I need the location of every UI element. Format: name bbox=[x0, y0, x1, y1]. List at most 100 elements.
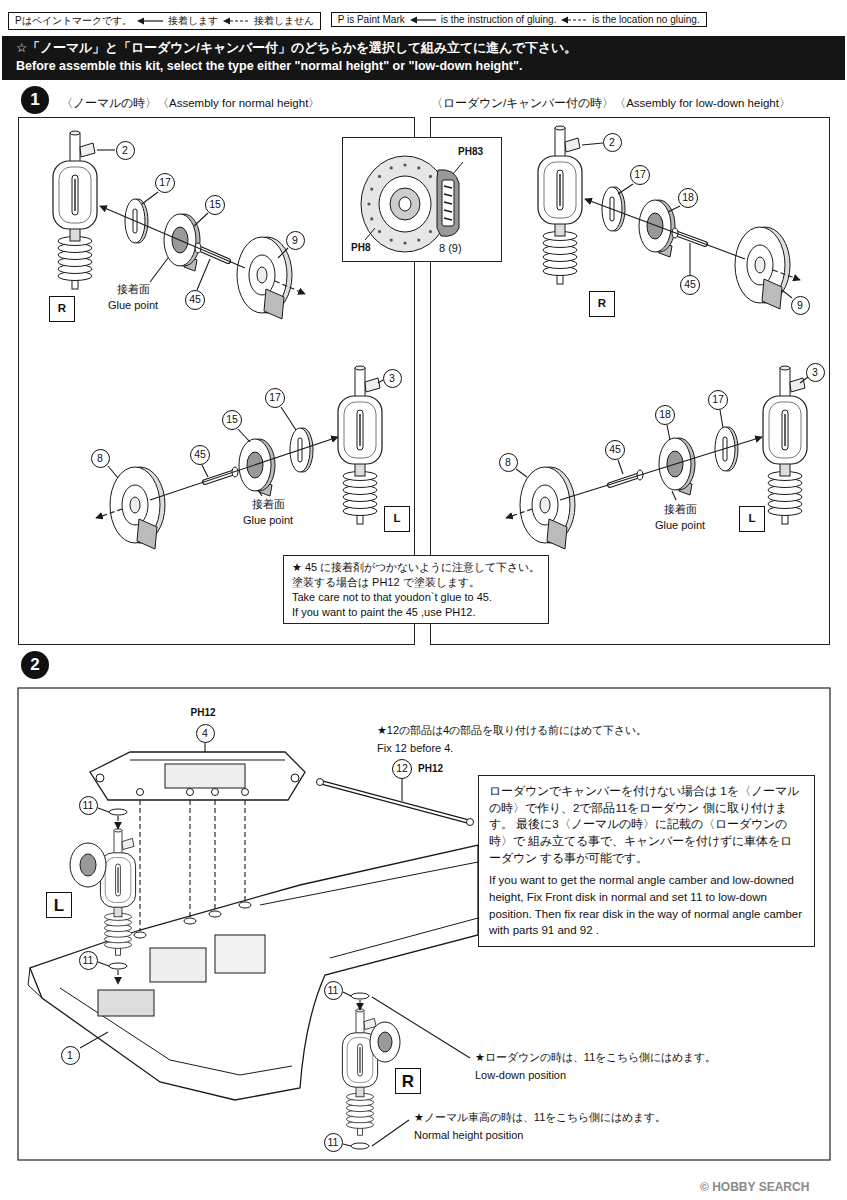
disc-hole bbox=[390, 238, 393, 241]
subframe-hole bbox=[212, 789, 219, 796]
knuckle bbox=[763, 396, 807, 464]
leader-line bbox=[372, 1120, 409, 1146]
leader-line bbox=[150, 258, 168, 282]
subframe-figure bbox=[90, 752, 305, 800]
legend-text: 接着しません bbox=[254, 14, 314, 28]
disc-hole bbox=[390, 166, 393, 169]
annotation-text: Glue point bbox=[241, 514, 295, 528]
leader-line bbox=[258, 490, 262, 496]
fit-line bbox=[189, 800, 190, 917]
disc-hole bbox=[378, 175, 381, 178]
note-text: If you want to paint the 45 ,use PH12. bbox=[292, 605, 540, 620]
rotor-part bbox=[237, 237, 292, 319]
no-glue-arrow bbox=[773, 270, 800, 280]
knuckle-slot bbox=[116, 864, 121, 896]
chassis-floor bbox=[60, 988, 292, 1075]
mount-hole bbox=[184, 918, 196, 924]
strut-shaft bbox=[114, 830, 122, 854]
engine-block bbox=[215, 935, 265, 973]
no-glue-arrow-symbol bbox=[222, 16, 250, 26]
glue-arrow bbox=[150, 437, 338, 500]
paint-mark: PH12 bbox=[416, 763, 445, 776]
knuckle-face bbox=[105, 858, 131, 903]
bar-end bbox=[467, 819, 474, 826]
fit-arrow bbox=[359, 1000, 360, 1010]
no-glue-arrow bbox=[275, 281, 305, 294]
knuckle-face bbox=[769, 402, 801, 458]
caliper-hatch bbox=[444, 210, 452, 212]
side-marker-box: R bbox=[49, 296, 75, 322]
shaft-top bbox=[780, 366, 790, 370]
leader-line bbox=[204, 743, 205, 752]
disc-hole bbox=[417, 238, 420, 241]
callout-number: 1 bbox=[61, 1046, 80, 1065]
side-marker-box: R bbox=[395, 1068, 421, 1094]
strut-shaft bbox=[355, 368, 365, 398]
side-letter: L bbox=[54, 897, 64, 914]
disc-hole bbox=[403, 163, 406, 166]
side-marker-box: L bbox=[384, 506, 410, 532]
panel-heading: 〈ノーマルの時〉〈Assembly for normal height〉 bbox=[61, 96, 320, 111]
note-text: Take care not to that youdon`t glue to 4… bbox=[292, 590, 540, 605]
callout-number: 2 bbox=[603, 133, 622, 152]
knuckle-face bbox=[59, 167, 91, 223]
callout-number: 11 bbox=[79, 951, 98, 970]
washer-part bbox=[109, 809, 127, 815]
banner-text: Before assemble this kit, select the typ… bbox=[16, 58, 831, 76]
rotor-hat bbox=[249, 255, 275, 295]
knuckle-tab bbox=[122, 838, 134, 849]
side-marker-box: R bbox=[589, 291, 615, 317]
caliper-hatch bbox=[444, 218, 452, 220]
watermark: © HOBBY SEARCH bbox=[700, 1180, 809, 1194]
washer-part bbox=[290, 428, 313, 472]
callout-number: 11 bbox=[324, 1133, 343, 1152]
callout-number: 11 bbox=[324, 981, 343, 1000]
caliper-hatch bbox=[444, 194, 452, 196]
paint-note: PH83 bbox=[458, 146, 483, 157]
rotor-part bbox=[110, 467, 165, 549]
annotation-text: Normal height position bbox=[412, 1129, 525, 1143]
knuckle-face bbox=[347, 1038, 373, 1083]
callout-number: 8 bbox=[91, 449, 110, 468]
callout-number: 12 bbox=[392, 759, 412, 779]
shaft-top bbox=[355, 366, 365, 370]
annotation-text: Low-down position bbox=[473, 1069, 568, 1083]
note-box: ★ 45 に接着剤がつかないように注意して下さい。塗装する場合は PH12 で塗… bbox=[283, 555, 549, 624]
leader-line bbox=[98, 808, 109, 812]
chassis-line bbox=[260, 862, 478, 905]
callout-number: 45 bbox=[605, 440, 625, 460]
step-frame bbox=[18, 688, 830, 1160]
note-text: If you want to get the normal angle camb… bbox=[489, 872, 804, 939]
disc-hole bbox=[417, 166, 420, 169]
legend-text: Pはペイントマークです。 bbox=[15, 14, 132, 28]
shaft-top bbox=[70, 131, 80, 135]
fit-arrow bbox=[117, 970, 118, 984]
callout-number: 3 bbox=[383, 369, 402, 388]
fit-arrow bbox=[117, 816, 118, 829]
legend-box: P is Paint Markis the instruction of glu… bbox=[331, 12, 707, 27]
leader-line bbox=[278, 248, 288, 258]
disc-hole bbox=[403, 241, 406, 244]
rotor-hat bbox=[122, 485, 148, 525]
fit-line bbox=[214, 800, 215, 910]
knuckle-tab bbox=[80, 143, 95, 157]
glue-arrow-symbol bbox=[136, 16, 164, 26]
side-marker-box: L bbox=[739, 506, 765, 532]
rotor-part bbox=[735, 227, 790, 309]
arrow-shaft bbox=[144, 20, 163, 21]
legend-text: is the instruction of gluing. bbox=[441, 14, 557, 25]
arrow-shaft bbox=[568, 19, 587, 20]
callout-number: 45 bbox=[185, 290, 205, 310]
hub-part bbox=[239, 439, 275, 496]
glue-arrow-symbol bbox=[409, 15, 437, 25]
washer-part bbox=[602, 187, 625, 231]
side-letter: R bbox=[58, 303, 66, 315]
washer-part bbox=[715, 427, 738, 471]
chassis-line bbox=[330, 918, 478, 958]
fit-line bbox=[139, 800, 140, 931]
fit-line bbox=[244, 800, 245, 901]
panel-heading: 〈ローダウン/キャンバー付の時〉〈Assembly for low-down h… bbox=[431, 96, 791, 111]
subframe-hole bbox=[187, 789, 194, 796]
banner-text: ☆「ノーマル」と「ローダウン/キャンバー付」のどちらかを選択して組み立てに進んで… bbox=[16, 40, 831, 58]
hub-part bbox=[164, 214, 200, 271]
